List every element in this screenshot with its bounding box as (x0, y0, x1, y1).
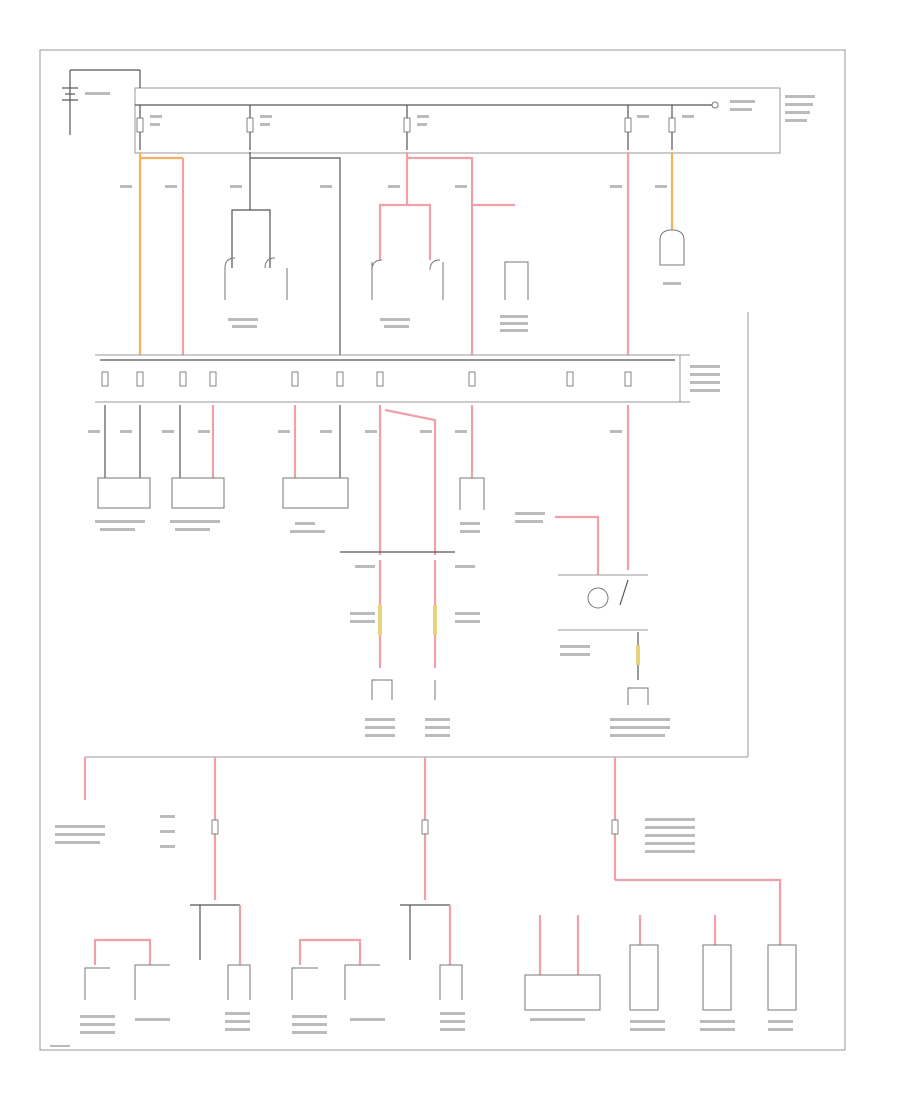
diagram-frame (39, 49, 846, 1051)
middle-fuse-block (95, 354, 690, 403)
label-marks (50, 92, 815, 1047)
wires-lower (83, 757, 797, 1011)
wires-upper (138, 152, 685, 355)
top-fuses (136, 105, 676, 150)
middle-fuses (101, 371, 632, 387)
wires-middle (97, 405, 649, 705)
battery-fuse-box (134, 87, 781, 154)
battery-symbol (62, 69, 141, 135)
